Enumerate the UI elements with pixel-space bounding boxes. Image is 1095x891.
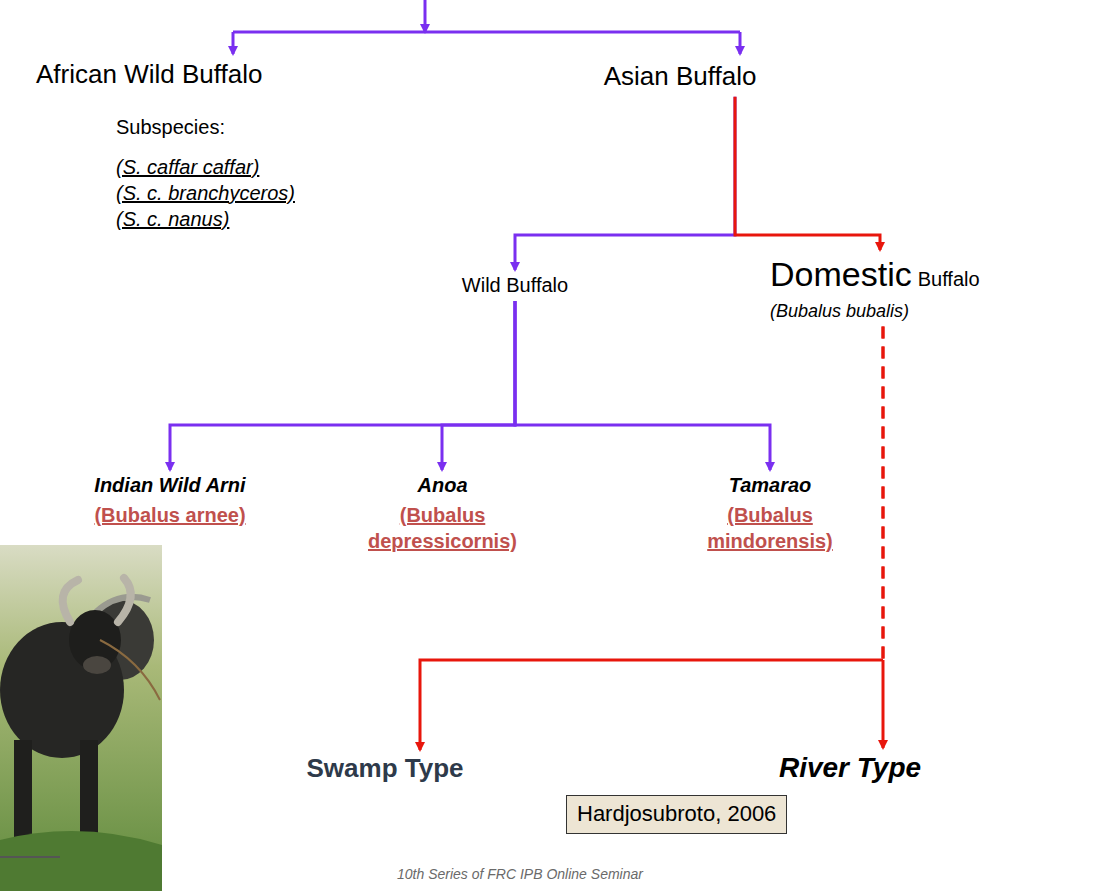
footer-note: 10th Series of FRC IPB Online Seminar — [300, 866, 740, 882]
node-text: African Wild Buffalo — [36, 58, 366, 92]
node-text: Anoa — [345, 472, 540, 498]
connector-segment — [515, 97, 735, 270]
connector-segment — [170, 301, 515, 470]
divider-line — [0, 856, 60, 858]
node-text: (Bubalus arnee) — [40, 502, 300, 528]
category-node: African Wild BuffaloSubspecies: (S. caffa… — [36, 58, 366, 232]
node-text: Tamarao — [675, 472, 865, 498]
tree-connector — [170, 301, 515, 470]
tree-connector — [735, 97, 880, 250]
node-text: River Type — [755, 750, 945, 786]
node-text: (Bubalus depressicornis) — [345, 502, 540, 554]
species-node: Indian Wild Arni (Bubalus arnee) — [40, 472, 300, 528]
node-text: Hardjosubroto, 2006 — [577, 800, 776, 829]
node-text: Swamp Type — [275, 752, 495, 786]
node-text: (Bubalus mindorensis) — [675, 502, 865, 554]
type-node: River Type — [755, 750, 945, 786]
species-node: Anoa (Bubalus depressicornis) — [345, 472, 540, 554]
category-node: DomesticBuffalo (Bubalus bubalis) — [770, 252, 1090, 324]
root-arrow — [424, 0, 427, 32]
citation-box: Hardjosubroto, 2006 — [566, 795, 787, 834]
connector-segment — [882, 327, 885, 660]
tree-connector — [515, 301, 770, 470]
connector-segment — [420, 660, 883, 750]
category-node: Asian Buffalo — [580, 60, 780, 94]
node-text: Domestic — [770, 255, 912, 293]
node-text: Indian Wild Arni — [40, 472, 300, 498]
type-node: Swamp Type — [275, 752, 495, 786]
connector-segment — [882, 327, 885, 660]
connector-segment — [442, 301, 515, 470]
tree-connector — [883, 327, 884, 748]
node-text: (S. caffar caffar) — [36, 154, 366, 180]
connector-segment — [882, 660, 885, 748]
connector-segment — [735, 97, 880, 250]
node-text: Buffalo — [912, 268, 980, 290]
node-text: Wild Buffalo — [430, 272, 600, 298]
node-text: Asian Buffalo — [580, 60, 780, 94]
buffalo-photo — [0, 545, 162, 891]
root-bar — [233, 31, 740, 34]
category-node: Wild Buffalo — [430, 272, 600, 298]
species-node: Tamarao (Bubalus mindorensis) — [675, 472, 865, 554]
node-text: (S. c. nanus) — [36, 206, 366, 232]
node-text: (Bubalus bubalis) — [770, 300, 1090, 323]
connector-segment — [515, 301, 770, 470]
node-text: Subspecies: — [36, 114, 366, 140]
text-line: DomesticBuffalo — [770, 252, 1090, 296]
tree-connector — [442, 301, 515, 470]
tree-connector — [515, 97, 735, 270]
root-branch — [739, 32, 742, 54]
node-text: (S. c. branchyceros) — [36, 180, 366, 206]
root-branch — [232, 32, 235, 54]
